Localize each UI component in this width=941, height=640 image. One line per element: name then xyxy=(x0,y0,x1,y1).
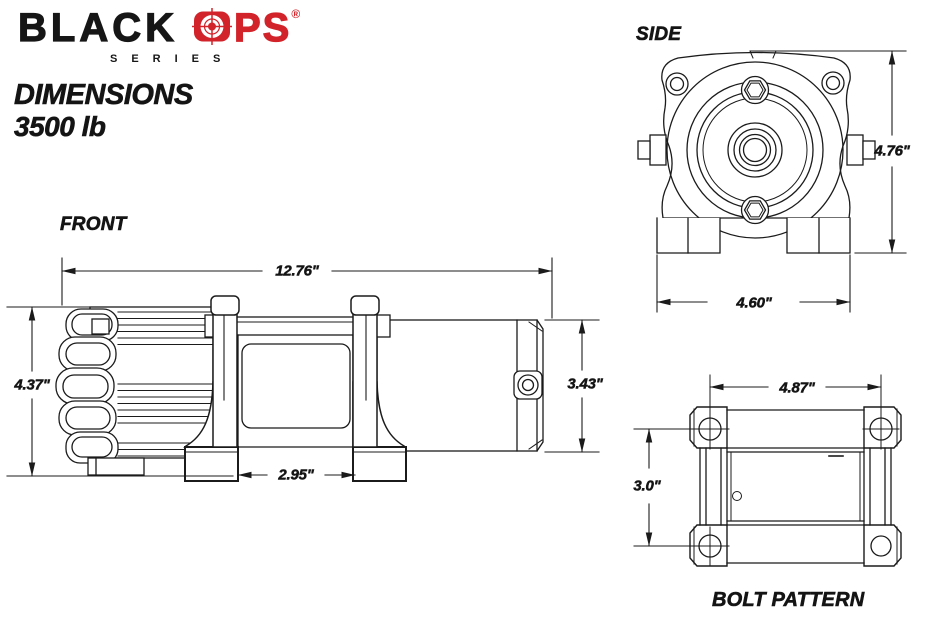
mounting-bracket-left xyxy=(183,295,240,482)
brand-word-ops-letters: PS xyxy=(233,6,292,50)
dim-side-base-width: 4.60" xyxy=(736,294,772,312)
dim-bolt-vertical-spacing: 3.0" xyxy=(633,477,661,495)
hex-bolt-bottom xyxy=(740,195,770,225)
dim-side-overall-height: 4.76" xyxy=(874,142,910,160)
brand-logo: BLACK PS® SERIES xyxy=(17,6,303,65)
bolt-pattern-dimension-lines xyxy=(645,383,882,547)
brand-word-ops: PS® xyxy=(191,6,303,50)
hex-bolt-top xyxy=(740,75,770,105)
dim-bolt-horizontal-spacing: 4.87" xyxy=(779,379,815,397)
page-title: DIMENSIONS xyxy=(14,79,194,111)
center-hub xyxy=(727,122,783,178)
side-view-label: SIDE xyxy=(636,24,682,45)
brand-series-text: SERIES xyxy=(110,53,235,65)
dim-front-motor-end-height: 4.37" xyxy=(14,376,50,394)
gearbox-housing xyxy=(376,319,544,452)
side-tabs xyxy=(637,134,876,166)
bolt-pattern-label: BOLT PATTERN xyxy=(712,589,865,611)
dim-front-foot-spacing: 2.95" xyxy=(278,466,314,484)
frame-body xyxy=(699,409,892,564)
side-dimension-lines xyxy=(656,50,907,313)
crosshair-target-icon xyxy=(191,8,232,45)
side-view-drawing xyxy=(637,50,907,313)
bolt-holes xyxy=(633,374,900,566)
side-feet xyxy=(656,217,851,254)
front-view-label: FRONT xyxy=(60,214,127,235)
capacity-subtitle: 3500 lb xyxy=(14,111,107,142)
front-view-drawing xyxy=(6,257,600,482)
mounting-bracket-right xyxy=(350,295,407,482)
dim-front-overall-length: 12.76" xyxy=(275,262,319,280)
brand-word-black: BLACK xyxy=(17,6,178,50)
winch-motor xyxy=(55,306,214,476)
bolt-pattern-drawing xyxy=(633,374,902,567)
registered-mark: ® xyxy=(291,7,303,21)
dim-front-gear-end-height: 3.43" xyxy=(567,375,603,393)
ear-bolt-holes xyxy=(665,71,845,96)
front-dimension-lines xyxy=(6,257,600,479)
